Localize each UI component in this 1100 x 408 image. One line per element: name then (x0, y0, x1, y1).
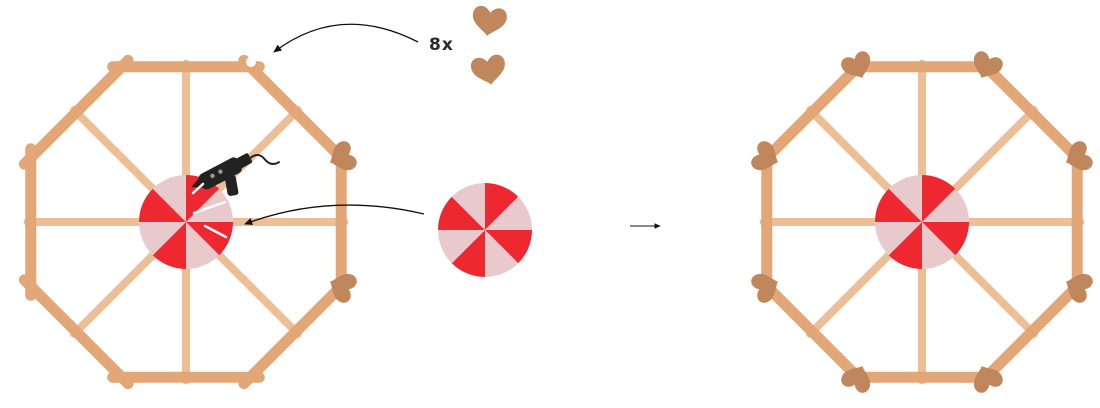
heart-icon (1065, 273, 1093, 303)
rim-stick (974, 274, 1090, 390)
rim-stick (18, 274, 134, 390)
loose-hearts (471, 5, 507, 85)
heart-icon (751, 273, 779, 303)
candy-segment (922, 222, 969, 256)
rim-stick (754, 274, 870, 390)
heart-icon (472, 5, 507, 36)
candy-segment (186, 222, 220, 269)
heart-icon (841, 51, 871, 79)
candy-segment (888, 175, 922, 222)
candy-segment (888, 222, 922, 269)
glue-gun-icon (191, 153, 281, 196)
heart-icon (751, 141, 779, 171)
attached-hearts (751, 51, 1093, 393)
candy-segment (139, 188, 186, 222)
candy-segment (438, 196, 485, 230)
candy-segment (922, 222, 956, 269)
heart-icon (841, 365, 871, 393)
center-candy (875, 175, 969, 269)
candy-segment (152, 174, 186, 222)
candy-segment (186, 222, 233, 256)
candy-segment (485, 196, 532, 230)
center-candy (139, 174, 233, 269)
candy-segment (485, 230, 532, 264)
curved-arrow-icon (273, 23, 419, 53)
candy-segment (451, 230, 485, 277)
heart-icon (329, 141, 357, 171)
rim-stick (238, 274, 354, 390)
peppermint-candy-icon (438, 183, 532, 277)
glue-streaks (191, 182, 228, 239)
heart-icon (973, 51, 1003, 79)
heart-icon (973, 365, 1003, 393)
empty-joint-marker (246, 57, 256, 67)
wheel-rim (754, 54, 1090, 390)
candy-segment (485, 230, 519, 277)
candy-segment (922, 188, 969, 222)
attached-hearts (329, 141, 357, 303)
rim-stick (974, 54, 1090, 170)
heart-icon (329, 273, 357, 303)
candy-segment (451, 183, 485, 230)
rim-stick (754, 54, 870, 170)
candy-segment (875, 188, 922, 222)
candy-segment (152, 222, 186, 269)
candy-segment (438, 230, 485, 264)
candy-segment (139, 222, 186, 256)
wheel-before (18, 54, 357, 390)
candy-segment (485, 183, 519, 230)
wheel-after (751, 51, 1093, 393)
candy-segment (186, 188, 233, 222)
candy-segment (922, 175, 956, 222)
candy-segment (875, 222, 922, 256)
heart-icon (471, 54, 505, 85)
curved-arrow-icon (244, 204, 425, 225)
heart-icon (1065, 141, 1093, 171)
rim-stick (238, 54, 354, 170)
rim-stick (18, 54, 134, 170)
heart-quantity-label: 8x (429, 35, 454, 55)
wheel-rim (18, 54, 354, 390)
